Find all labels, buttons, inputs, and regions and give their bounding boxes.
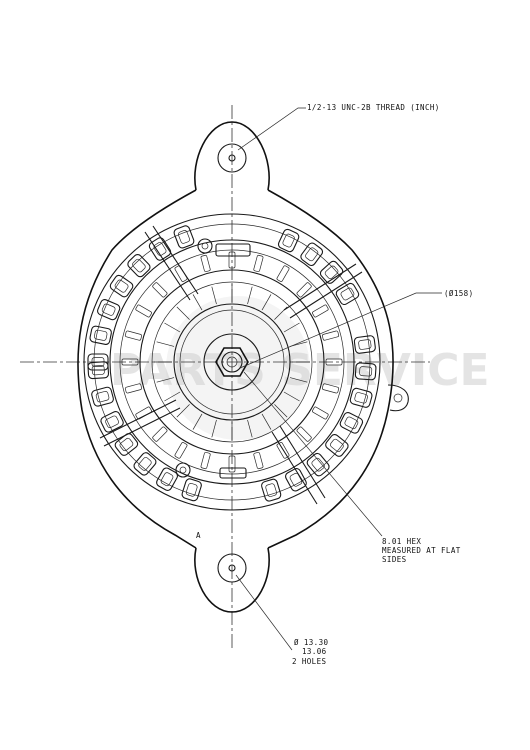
inner-vane	[283, 391, 329, 420]
cooling-fin	[91, 386, 114, 407]
inner-vane	[200, 254, 217, 305]
hex-callout-line3: SIDES	[382, 555, 407, 564]
upper-mount-hole	[217, 143, 247, 173]
cooling-fin	[349, 387, 373, 408]
cooling-fins	[87, 225, 377, 502]
cooling-fin	[300, 242, 324, 267]
inner-vane	[228, 251, 236, 302]
callouts: 1/2-13 UNC-2B THREAD (INCH) (Ø158) 8.01 …	[196, 103, 474, 666]
support-struts	[99, 225, 363, 505]
inner-vanes	[121, 251, 343, 473]
inner-vane	[152, 404, 190, 442]
cooling-fin	[148, 237, 172, 261]
cooling-fin	[325, 434, 349, 457]
inner-vane	[261, 265, 290, 311]
cooling-fin	[353, 335, 376, 354]
cooling-fin	[335, 282, 360, 306]
cooling-fin	[306, 452, 330, 477]
cooling-fin	[89, 325, 112, 345]
hub-assembly	[173, 303, 291, 421]
cooling-fin	[156, 467, 178, 491]
inner-vane	[247, 419, 264, 470]
inner-vane	[174, 413, 203, 459]
hex-nut	[215, 347, 249, 377]
hex-callout-line2: MEASURED AT FLAT	[382, 546, 461, 555]
inner-vane	[135, 304, 181, 333]
holes-callout-line3: 2 HOLES	[292, 657, 326, 666]
inner-vane	[124, 330, 175, 347]
cooling-fin	[339, 411, 364, 434]
inner-vane	[247, 254, 264, 305]
cooling-fin	[97, 299, 121, 321]
watermark-text: PARTS SERVICE	[110, 345, 490, 396]
inner-vane	[228, 422, 236, 473]
cooling-fin	[87, 361, 110, 380]
cooling-fin	[277, 228, 300, 253]
inner-vane	[200, 419, 217, 470]
cooling-fin	[173, 225, 195, 249]
lower-mount-hole	[217, 553, 247, 583]
inner-vane	[274, 282, 312, 320]
cooling-fin	[114, 433, 139, 456]
holes-callout-line2: 13.06	[302, 647, 327, 656]
inner-vane	[124, 377, 175, 394]
thread-callout: 1/2-13 UNC-2B THREAD (INCH)	[307, 103, 440, 112]
inner-vane	[292, 358, 343, 366]
inner-vane	[283, 304, 329, 333]
cooling-fin	[354, 362, 377, 381]
cooling-fin	[100, 410, 124, 433]
view-marker: A	[196, 531, 201, 540]
body-rings	[83, 213, 381, 511]
inner-vane	[152, 282, 190, 320]
holes-callout-line1: Ø 13.30	[294, 638, 328, 647]
centerlines	[20, 105, 430, 650]
inner-vane	[289, 377, 340, 394]
inner-vane	[121, 358, 172, 366]
housing-outline	[77, 121, 409, 613]
cooling-fin	[181, 478, 202, 502]
cooling-fin	[319, 260, 344, 284]
leader-lines	[235, 107, 442, 651]
inner-vane	[274, 404, 312, 442]
cooling-fin	[133, 452, 157, 476]
cooling-fin	[127, 253, 151, 278]
cooling-fin	[109, 274, 134, 298]
cooling-fin	[261, 478, 282, 502]
watermark: PARTS SERVICE	[110, 296, 490, 440]
diameter-callout: (Ø158)	[444, 289, 474, 298]
hex-callout-line1: 8.01 HEX	[382, 537, 421, 546]
